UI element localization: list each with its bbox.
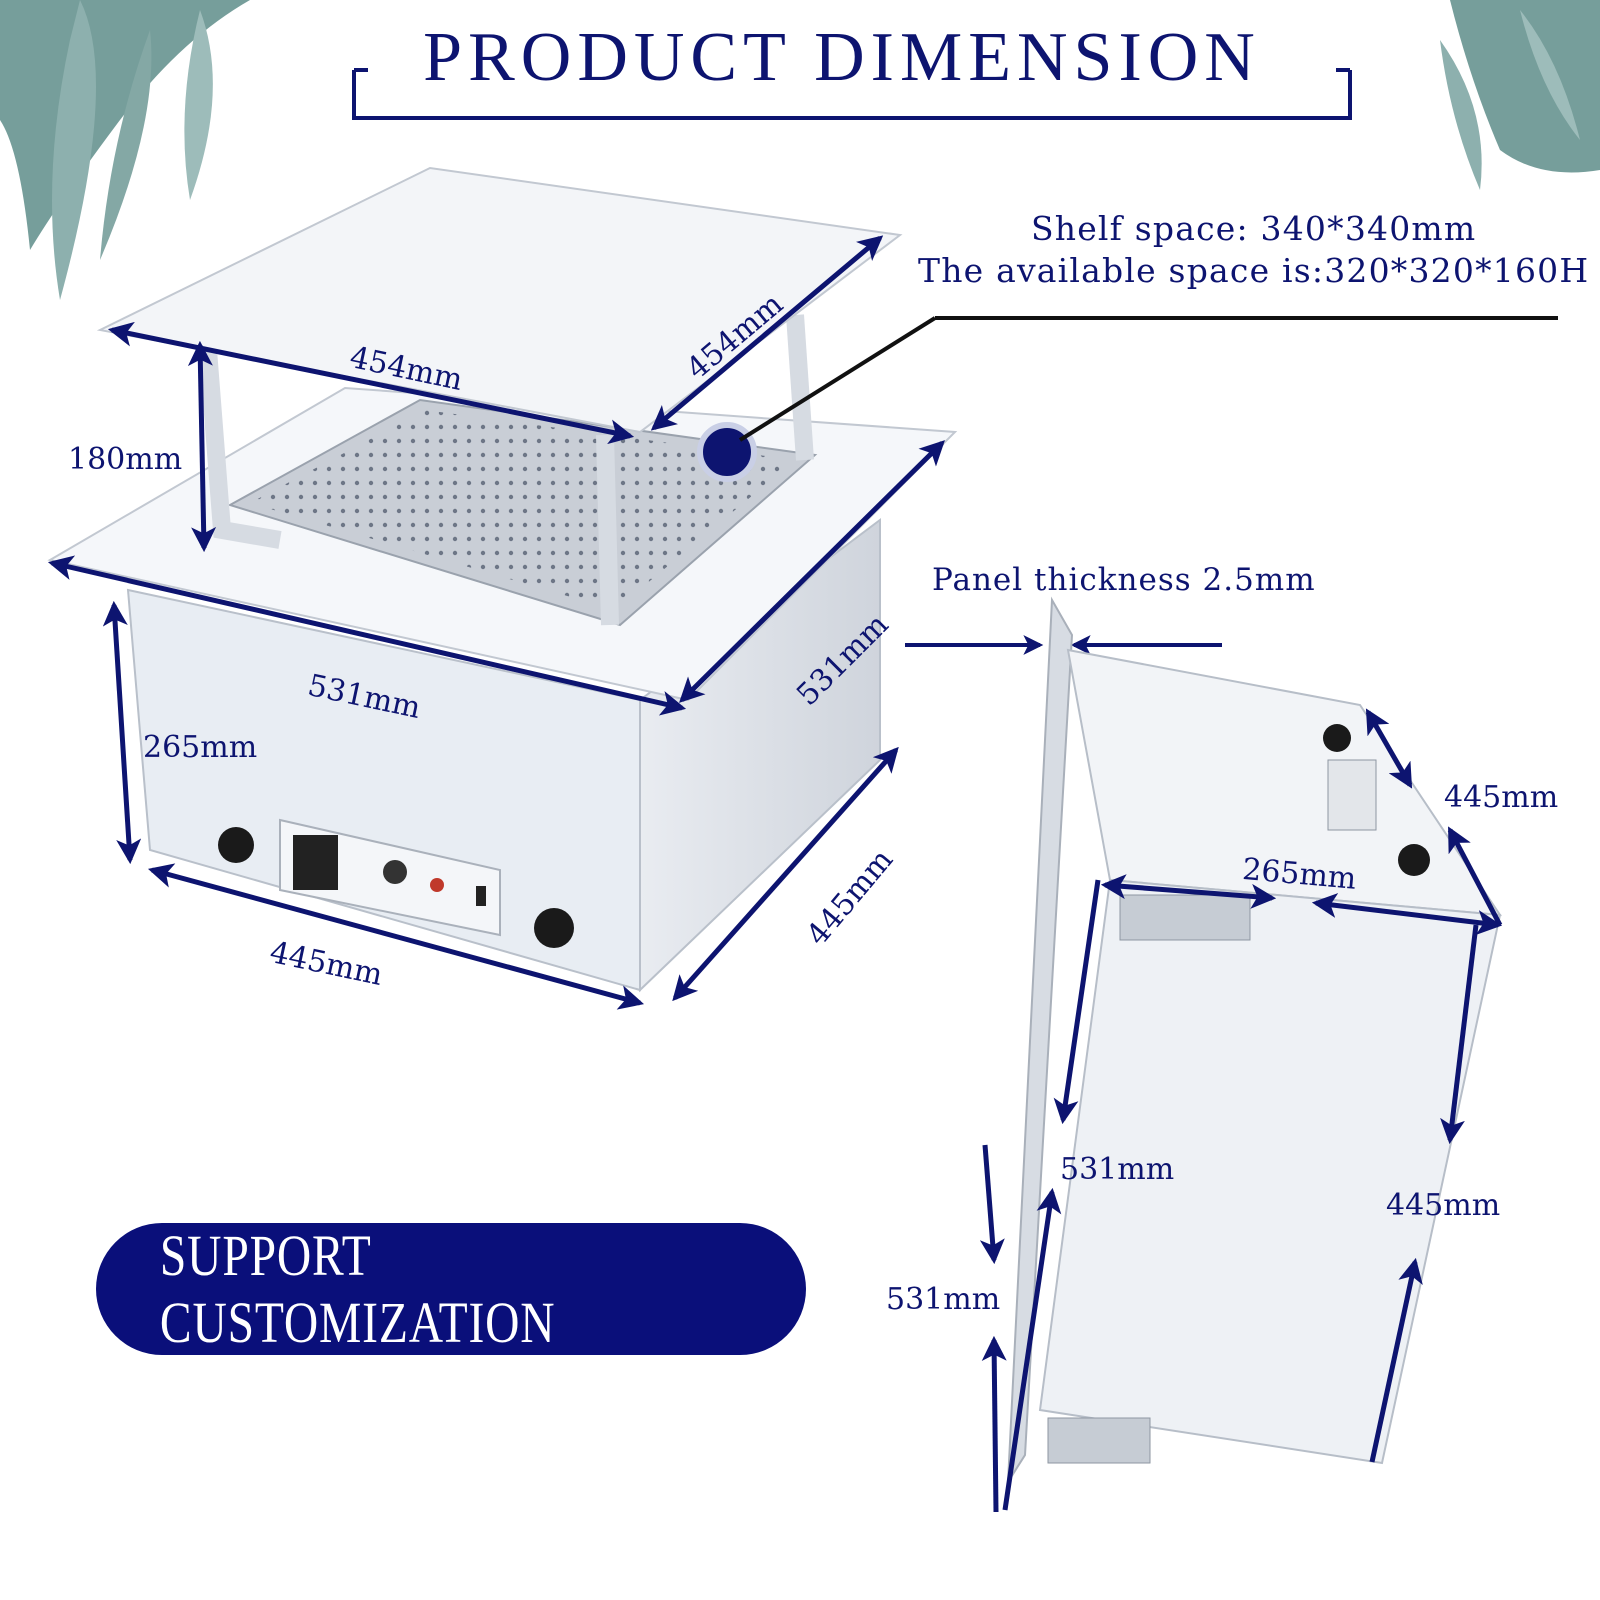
lift-height-label: 180mm: [68, 442, 183, 477]
title-bracket: [352, 70, 1352, 120]
front-dimension-arrows: [47, 235, 945, 1010]
side-product: [1006, 596, 1502, 1486]
page-title: PRODUCT DIMENSION: [423, 19, 1261, 96]
side-panel-inner-label: 531mm: [1060, 1152, 1175, 1187]
side-depth-top-label: 445mm: [1444, 780, 1559, 815]
available-space-line: The available space is:320*320*160H: [918, 251, 1590, 290]
vent-hole-left: [218, 827, 254, 863]
side-dimension-arrows: [979, 708, 1503, 1513]
panel-thickness-label: Panel thickness 2.5mm: [932, 562, 1316, 598]
callout-dot: [697, 422, 757, 482]
vent-hole-right: [534, 908, 574, 948]
palm-leaf-right-icon: [1440, 0, 1600, 190]
support-customization-badge: SUPPORT CUSTOMIZATION: [96, 1223, 806, 1355]
side-box-length-label: 445mm: [1386, 1188, 1501, 1223]
shelf-space-info: Shelf space: 340*340mm The available spa…: [918, 208, 1589, 292]
power-socket: [293, 835, 338, 890]
shelf-space-line: Shelf space: 340*340mm: [1030, 209, 1477, 248]
badge-text: SUPPORT CUSTOMIZATION: [159, 1223, 556, 1355]
box-height-label: 265mm: [143, 730, 258, 765]
palm-leaf-left-icon: [0, 0, 250, 300]
side-panel-outer-label: 531mm: [886, 1282, 1001, 1317]
